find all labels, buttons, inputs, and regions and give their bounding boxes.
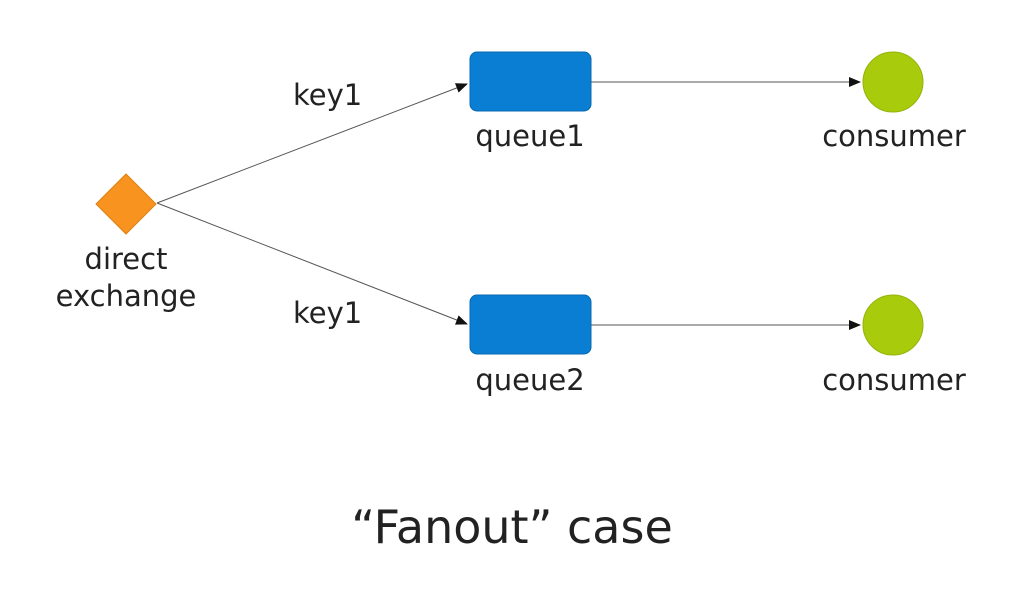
exchange-diamond — [95, 173, 157, 235]
consumer2-label: consumer — [822, 363, 966, 397]
exchange-label-line1: direct — [84, 242, 168, 276]
consumer1-label: consumer — [822, 119, 966, 153]
exchange-label-line2: exchange — [55, 279, 197, 313]
queue1-label: queue1 — [475, 119, 585, 153]
queue1-node — [469, 51, 592, 112]
edge-exchange-to-queue2 — [156, 202, 468, 325]
edge-exchange-to-queue1 — [156, 83, 468, 204]
edge-label-key1-bottom: key1 — [293, 296, 363, 330]
queue2-node — [469, 294, 592, 355]
diagram-title: “Fanout” case — [351, 500, 673, 554]
queue2-label: queue2 — [475, 363, 585, 397]
consumer2-node — [862, 294, 924, 356]
edge-label-key1-top: key1 — [293, 78, 363, 112]
consumer1-node — [862, 51, 924, 113]
